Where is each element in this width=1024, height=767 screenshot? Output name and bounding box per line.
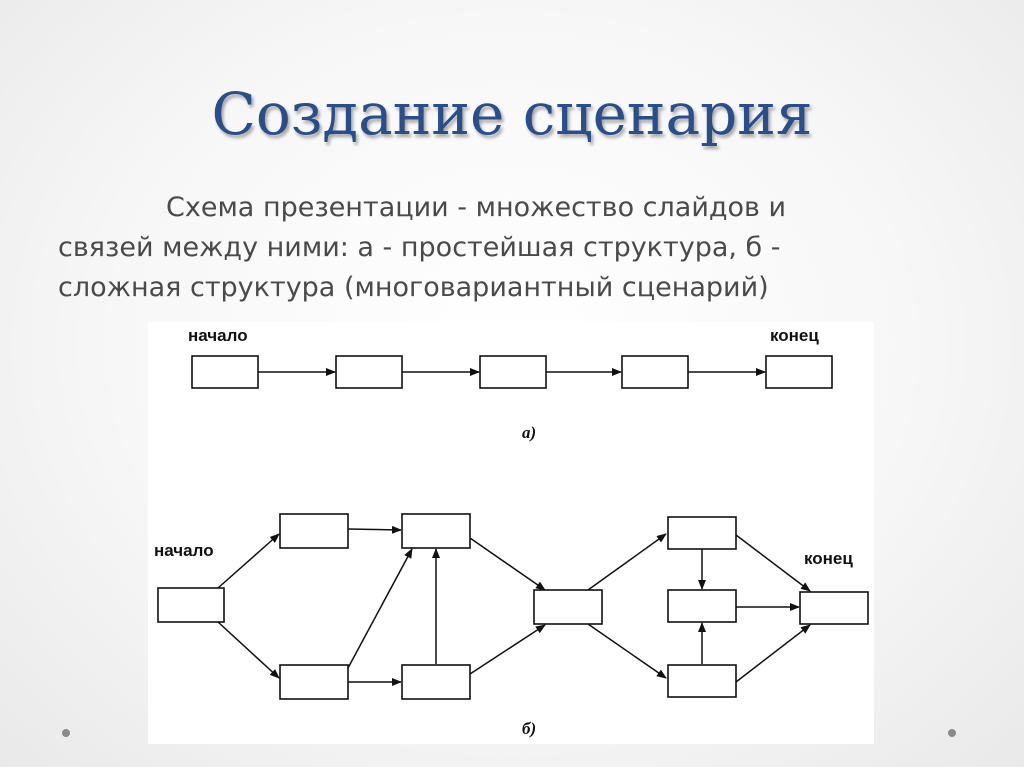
diagram-b-right-bottom-node [667,664,737,698]
diagram-a-start-label: начало [188,326,248,345]
diagram-a-node-2 [335,355,403,389]
diagram-b-edge-rightbottom-end [735,624,811,683]
diagram-b-lower-node-2 [401,664,471,700]
diagram-b-end-node [799,591,869,625]
nav-dot-right [948,729,956,737]
diagram-b-complex: начало конец [154,513,869,738]
diagram-a-linear: начало конец а) [188,326,833,442]
diagram-b-start-label: начало [154,541,214,560]
diagram-b-edge-middle-righttop [587,533,667,591]
subtitle-line-1: Схема презентации - множество слайдов и [166,192,787,223]
diagram-b-edge-middle-rightbottom [587,623,667,679]
diagram-b-lower-node-1 [279,664,349,700]
diagram-b-edge-righttop-end [735,534,811,592]
diagram-b-upper-node-1 [279,513,349,549]
diagram-b-right-top-node [667,516,737,550]
nav-dot-left [62,729,70,737]
diagram-b-edge-lower1-upper2 [347,548,413,669]
diagram-b-edge-start-upper [217,533,280,589]
diagram-b-edge-upper2-middle [469,537,546,591]
diagram-a-caption: а) [522,423,536,442]
diagram-b-edge-lower2-middle [469,624,546,675]
slide-subtitle: Схема презентации - множество слайдов и … [58,188,958,308]
scenario-diagram-figure: начало конец а) начало конец [148,322,874,744]
diagram-b-end-label: конец [804,549,853,568]
subtitle-line-2: связей между ними: а - простейшая структ… [58,232,781,263]
scenario-diagram: начало конец а) начало конец [154,326,869,738]
slide-title: Создание сценария [211,80,813,148]
diagram-b-edge-start-lower [217,621,280,679]
subtitle-line-3: сложная структура (многовариантный сцена… [58,272,769,303]
diagram-b-middle-node [533,589,603,625]
diagram-a-end-label: конец [770,326,819,345]
diagram-a-node-4 [621,355,689,389]
diagram-a-node-1 [191,355,259,389]
diagram-b-right-middle-node [667,589,737,623]
diagram-b-caption: б) [522,719,536,738]
diagram-b-upper-node-2 [401,513,471,549]
diagram-b-edge-upper-1-2 [347,525,402,534]
diagram-a-node-5 [765,355,833,389]
diagram-b-start-node [157,587,225,623]
diagram-a-node-3 [479,355,547,389]
